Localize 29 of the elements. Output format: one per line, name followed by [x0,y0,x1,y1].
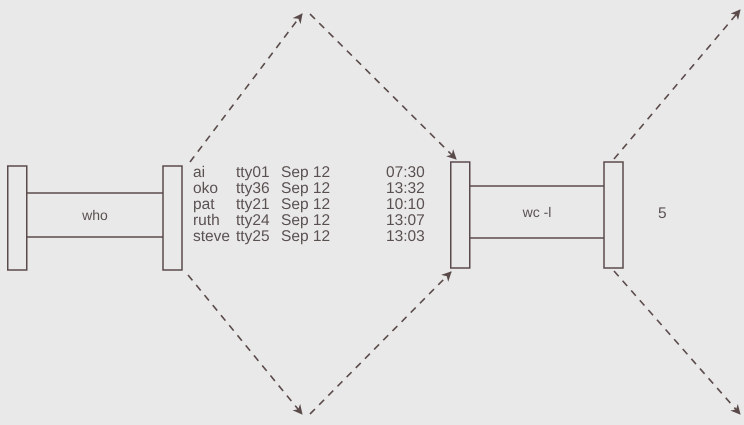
user-name: oko [193,181,218,197]
login-time: 13:32 [386,181,425,197]
login-time: 13:07 [386,213,425,229]
arrow [187,274,303,415]
user-name: ai [193,165,206,181]
arrow [309,271,452,415]
terminal-name: tty01 [236,165,270,181]
arrow [613,270,741,415]
command-label: wc -l [522,204,552,220]
terminal-name: tty36 [236,181,270,197]
output-value: 5 [658,206,667,222]
login-date: Sep 12 [281,181,330,197]
login-date: Sep 12 [281,197,330,213]
user-name: ruth [193,213,220,229]
login-time: 10:10 [386,197,425,213]
user-name: steve [193,229,230,245]
login-date: Sep 12 [281,229,330,245]
terminal-name: tty25 [236,229,270,245]
login-time: 07:30 [386,165,425,181]
login-date: Sep 12 [281,165,330,181]
terminal-name: tty21 [236,197,270,213]
login-time: 13:03 [386,229,425,245]
login-date: Sep 12 [281,213,330,229]
arrow [189,13,303,162]
arrow [309,13,457,160]
terminal-name: tty24 [236,213,270,229]
user-name: pat [193,197,215,213]
command-label: who [82,207,108,223]
arrow [613,9,741,160]
